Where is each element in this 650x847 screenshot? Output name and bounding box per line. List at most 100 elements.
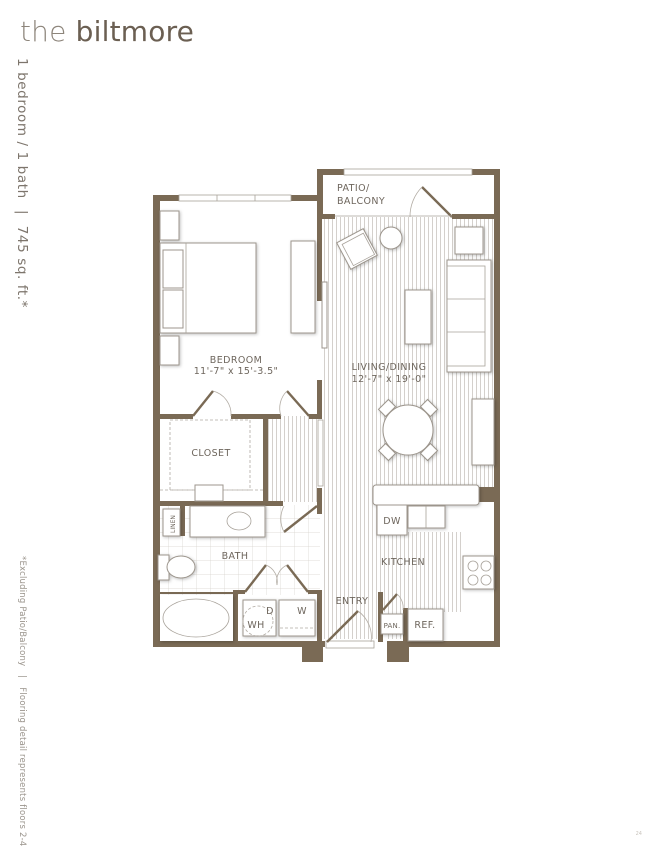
wall-segment xyxy=(233,590,238,642)
sofa xyxy=(446,259,492,373)
entry-door xyxy=(326,610,359,643)
pantry-door xyxy=(382,593,398,611)
end-table xyxy=(454,226,484,255)
refrigerator-label: REF. xyxy=(414,620,435,631)
room-labels: PATIO/ BALCONY BEDROOM 11'-7" x 15'-3.5"… xyxy=(170,183,435,631)
wall-segment xyxy=(403,608,408,642)
toilet-bowl xyxy=(166,555,196,579)
hall-opening xyxy=(317,419,324,487)
walls xyxy=(153,169,500,662)
door-swing xyxy=(279,390,288,417)
bath-label: BATH xyxy=(222,551,249,562)
side-table xyxy=(379,226,403,250)
dishwasher xyxy=(376,504,408,536)
wall-segment xyxy=(308,590,322,594)
vanity xyxy=(189,505,266,538)
entry-label: ENTRY xyxy=(336,596,369,607)
wall-segment xyxy=(317,488,322,514)
closet-door-left xyxy=(192,390,214,417)
water-heater xyxy=(242,605,274,637)
tub-area xyxy=(160,595,233,641)
kitchen-island xyxy=(372,484,480,506)
unit-area: 745 sq. ft.* xyxy=(14,225,30,309)
brand-prefix: the xyxy=(20,15,67,48)
wall-segment xyxy=(180,506,185,536)
footnote-right: Flooring detail represents floors 2-4 xyxy=(17,687,27,847)
wall-segment xyxy=(153,414,193,419)
wall-segment xyxy=(153,501,283,506)
dw-label: DW xyxy=(383,516,401,527)
pantry-shelf xyxy=(380,613,404,635)
brand-name: biltmore xyxy=(75,15,195,48)
page-marker: 24 xyxy=(635,831,642,837)
bedroom-furniture xyxy=(159,210,316,366)
wall-segment xyxy=(387,641,500,647)
nightstand-top xyxy=(159,210,180,241)
laundry-door-left xyxy=(244,564,267,593)
wall-segment xyxy=(302,641,323,662)
armchair xyxy=(336,228,378,270)
bath-door xyxy=(283,505,318,533)
entry-floor xyxy=(323,487,378,639)
wall-niche xyxy=(321,281,328,349)
kitchen-label: KITCHEN xyxy=(381,557,425,568)
washer-label: W xyxy=(297,606,307,617)
door-swing xyxy=(357,610,372,643)
bedroom-label: BEDROOM xyxy=(210,355,262,366)
water-heater-label: WH xyxy=(247,620,264,631)
dining-table xyxy=(382,404,434,456)
dining-set xyxy=(377,398,439,462)
console xyxy=(471,398,495,466)
wall-right xyxy=(494,169,500,647)
unit-separator: | xyxy=(14,209,30,215)
unit-type: 1 bedroom / 1 bath xyxy=(14,58,30,199)
door-swing xyxy=(265,564,278,586)
windows xyxy=(178,168,473,649)
door-swing xyxy=(409,186,423,218)
hall-floor xyxy=(267,416,317,502)
patio-window xyxy=(343,168,473,176)
kitchen-sink xyxy=(407,505,446,529)
wall-segment xyxy=(155,592,235,594)
bedroom-window xyxy=(178,194,292,202)
door-swing xyxy=(396,593,404,611)
wall-segment xyxy=(309,414,322,419)
door-swing xyxy=(276,564,288,586)
wall-segment xyxy=(231,414,281,419)
entry-threshold xyxy=(325,640,375,649)
door-swing xyxy=(280,505,285,533)
footnote-separator: | xyxy=(17,675,27,679)
linen-label: LINEN xyxy=(170,515,177,533)
wall-segment xyxy=(153,641,325,647)
bath-sink xyxy=(226,511,252,531)
wall-segment xyxy=(317,214,335,219)
bath-fixtures xyxy=(157,505,316,641)
wall-left xyxy=(153,195,160,647)
wall-segment xyxy=(317,380,322,418)
living-label: LIVING/DINING xyxy=(352,362,427,373)
linen-cabinet xyxy=(162,508,181,537)
footnote-left: *Excluding Patio/Balcony xyxy=(17,556,27,667)
wall-segment xyxy=(317,590,322,642)
wall-segment xyxy=(452,214,497,219)
pillow xyxy=(162,289,184,329)
laundry-door-right xyxy=(286,564,309,593)
wall-segment xyxy=(317,201,322,301)
brand-logo: the biltmore xyxy=(20,18,194,46)
nightstand-bottom xyxy=(159,335,180,366)
bathtub xyxy=(162,598,230,638)
patio-door xyxy=(421,186,453,218)
wall-segment xyxy=(478,487,495,502)
closet-shelves xyxy=(160,419,263,502)
patio-label-1: PATIO/ xyxy=(337,183,370,194)
closet-bench xyxy=(194,484,224,502)
dryer-label: D xyxy=(266,606,274,617)
hall-door xyxy=(286,390,310,417)
patio-label-2: BALCONY xyxy=(337,196,385,207)
living-furniture xyxy=(336,226,495,466)
washer xyxy=(278,599,316,637)
wall-segment xyxy=(472,169,499,175)
bedroom-dims: 11'-7" x 15'-3.5" xyxy=(194,366,279,377)
dresser xyxy=(290,240,316,334)
